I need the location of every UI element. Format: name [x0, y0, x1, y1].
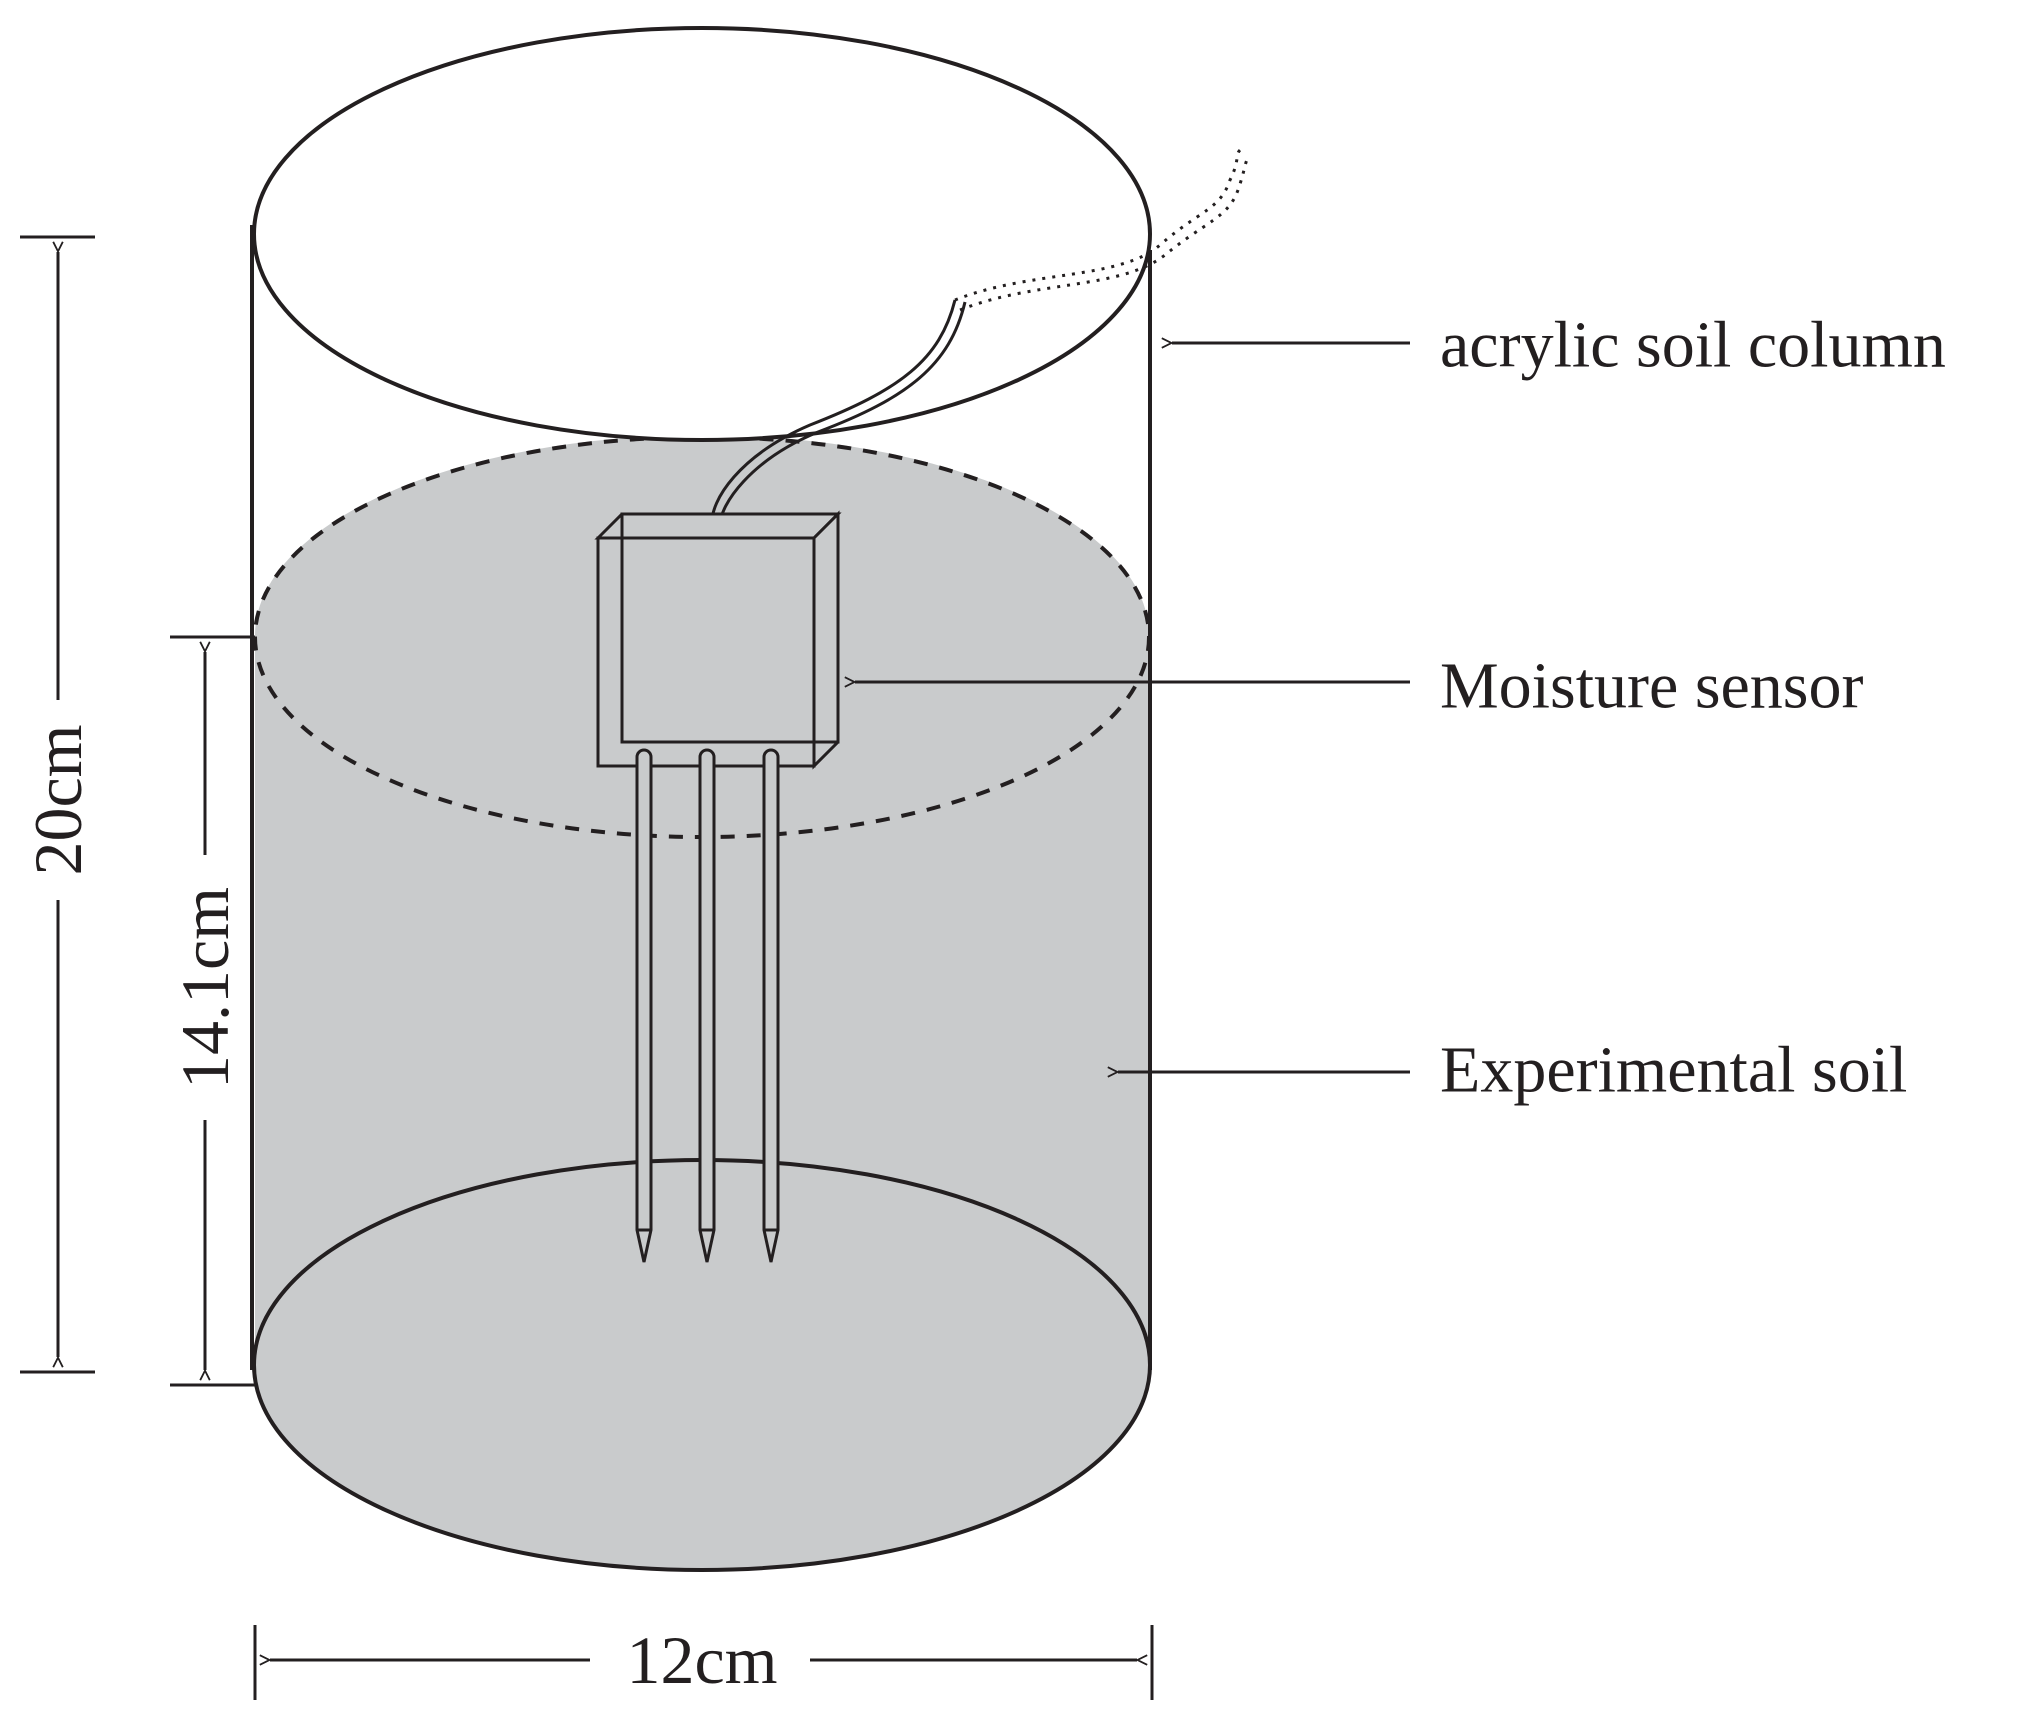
probe-2 — [698, 748, 716, 1263]
sensor-cable — [710, 299, 957, 526]
moisture-sensor — [594, 510, 842, 770]
sensor-probes — [635, 748, 780, 1263]
probe-1 — [635, 748, 653, 1263]
sensor-cable-dotted — [954, 148, 1242, 302]
label-acrylic-soil-column: acrylic soil column — [1440, 309, 1946, 382]
dimension-label-14-1cm: 14.1cm — [167, 887, 243, 1089]
label-moisture-sensor: Moisture sensor — [1440, 650, 1863, 723]
dimension-14-1cm — [170, 635, 255, 1387]
label-experimental-soil: Experimental soil — [1440, 1034, 1907, 1107]
dimension-12cm — [253, 1625, 1154, 1700]
dimension-20cm — [20, 235, 95, 1374]
dimension-label-12cm: 12cm — [626, 1622, 777, 1698]
column-top-ellipse — [252, 26, 1152, 442]
probe-3 — [762, 748, 780, 1263]
dimension-label-20cm: 20cm — [20, 724, 96, 875]
sensor-cable-2 — [718, 301, 967, 526]
